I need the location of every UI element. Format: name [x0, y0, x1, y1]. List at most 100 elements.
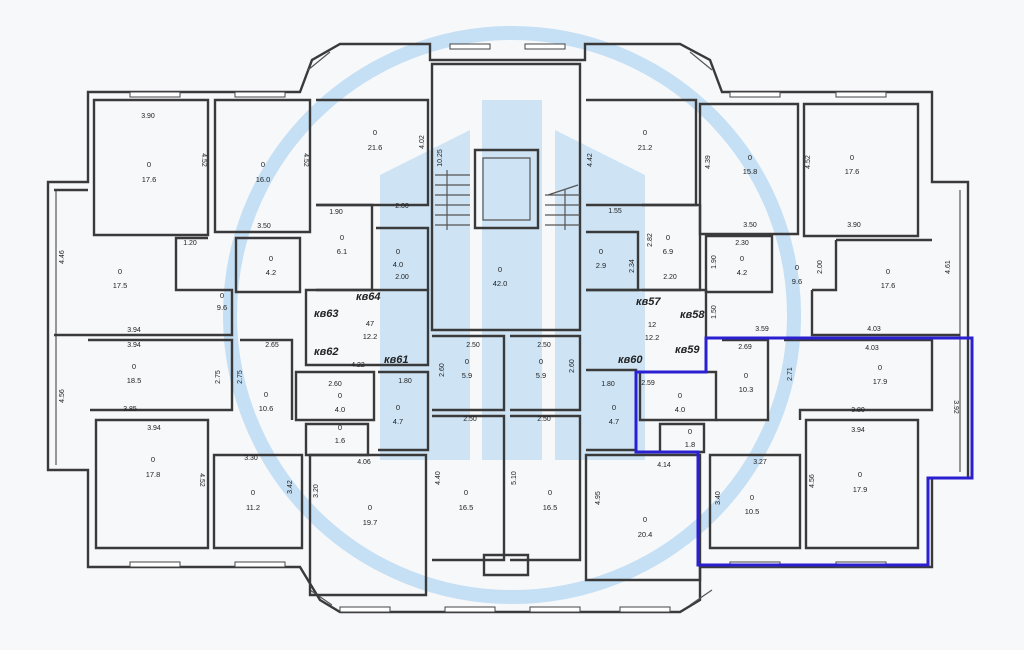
svg-text:0: 0	[643, 515, 647, 524]
room-label: 47 12.2	[363, 319, 378, 341]
room-label: 05.9	[536, 357, 546, 380]
svg-text:0: 0	[464, 488, 468, 497]
svg-text:16.0: 16.0	[256, 175, 271, 184]
svg-text:0: 0	[465, 357, 469, 366]
room-label: 020.4	[638, 515, 653, 539]
svg-text:12: 12	[648, 320, 656, 329]
room-label: 021.6	[368, 128, 383, 152]
svg-text:0: 0	[643, 128, 647, 137]
dimension-label: 2.59	[641, 380, 655, 387]
svg-text:17.6: 17.6	[845, 167, 860, 176]
dimension-label: 1.90	[329, 209, 343, 216]
svg-text:1.8: 1.8	[685, 440, 695, 449]
svg-text:0: 0	[396, 403, 400, 412]
room-label: 04.0	[675, 391, 685, 414]
apartment-label: кв60	[618, 354, 643, 366]
svg-text:0: 0	[878, 363, 882, 372]
dimension-label: 2.00	[817, 260, 824, 274]
svg-text:10.6: 10.6	[259, 404, 274, 413]
dimension-label: 2.00	[395, 203, 409, 210]
room-label: 016.0	[256, 160, 271, 184]
room-label: 01.6	[335, 423, 345, 445]
dimension-label: 3.94	[127, 327, 141, 334]
room-label: 017.8	[146, 455, 161, 479]
dimension-label: 4.03	[865, 345, 879, 352]
svg-text:5.9: 5.9	[462, 371, 472, 380]
room-label: 09.6	[792, 263, 802, 286]
svg-text:0: 0	[340, 233, 344, 242]
dimension-label: 2.50	[463, 416, 477, 423]
svg-text:19.7: 19.7	[363, 518, 378, 527]
dimension-label: 2.82	[647, 233, 654, 247]
dimension-label: 3.42	[287, 480, 294, 494]
svg-text:1.6: 1.6	[335, 436, 345, 445]
room-label: 017.9	[873, 363, 888, 386]
dimension-label: 2.50	[537, 416, 551, 423]
svg-text:0: 0	[264, 390, 268, 399]
room-label: 019.7	[363, 503, 378, 527]
svg-text:16.5: 16.5	[459, 503, 474, 512]
interior-walls	[54, 62, 960, 597]
svg-text:6.1: 6.1	[337, 247, 347, 256]
room-label: 010.5	[745, 493, 760, 516]
dimension-label: 3.50	[743, 222, 757, 229]
dimension-label: 3.80	[851, 407, 865, 414]
room-label: 042.0	[493, 265, 508, 288]
room-label: 04.7	[609, 403, 619, 426]
dimension-label: 2.60	[569, 359, 576, 373]
svg-text:4.0: 4.0	[335, 405, 345, 414]
room-label: 04.7	[393, 403, 403, 426]
dimension-label: 5.10	[511, 471, 518, 485]
dimension-label: 3.40	[715, 491, 722, 505]
svg-text:17.6: 17.6	[142, 175, 157, 184]
svg-text:12.2: 12.2	[363, 332, 378, 341]
room-label: 02.9	[596, 247, 606, 270]
dimension-label: 3.94	[851, 427, 865, 434]
dimension-label: 4.61	[945, 260, 952, 274]
room-label: 018.5	[127, 362, 142, 385]
svg-text:16.5: 16.5	[543, 503, 558, 512]
dimension-label: 4.06	[357, 459, 371, 466]
dimension-label: 4.03	[867, 326, 881, 333]
svg-text:4.0: 4.0	[393, 260, 403, 269]
svg-text:0: 0	[740, 254, 744, 263]
room-label: 010.6	[259, 390, 274, 413]
svg-text:42.0: 42.0	[493, 279, 508, 288]
room-label: 017.6	[881, 267, 896, 290]
svg-text:6.9: 6.9	[663, 247, 673, 256]
svg-text:4.7: 4.7	[393, 417, 403, 426]
apartment-labels: кв57 кв58 кв59 кв60 кв61 кв62 кв63 кв64	[314, 291, 705, 366]
svg-text:0: 0	[744, 371, 748, 380]
dimension-label: 1.90	[711, 255, 718, 269]
svg-text:0: 0	[118, 267, 122, 276]
svg-text:47: 47	[366, 319, 374, 328]
svg-text:0: 0	[548, 488, 552, 497]
room-label: 017.9	[853, 470, 868, 494]
svg-text:0: 0	[269, 254, 273, 263]
room-label: 017.5	[113, 267, 128, 290]
dimension-label: 3.20	[313, 484, 320, 498]
room-label: 015.8	[743, 153, 758, 176]
room-label: 04.2	[737, 254, 747, 277]
svg-text:0: 0	[251, 488, 255, 497]
room-label: 12 12.2	[645, 320, 660, 342]
dimension-label: 3.59	[755, 326, 769, 333]
svg-text:21.6: 21.6	[368, 143, 383, 152]
room-label: 09.6	[217, 291, 227, 312]
svg-text:0: 0	[858, 470, 862, 479]
svg-text:0: 0	[539, 357, 543, 366]
dimension-label: 4.02	[419, 135, 426, 149]
svg-text:21.2: 21.2	[638, 143, 653, 152]
room-label: 017.6	[142, 160, 157, 184]
apartment-label: кв63	[314, 308, 338, 320]
svg-text:12.2: 12.2	[645, 333, 660, 342]
svg-text:2.9: 2.9	[596, 261, 606, 270]
highlighted-apartment-outline[interactable]	[634, 336, 974, 567]
dimension-label: 2.75	[215, 370, 222, 384]
room-label: 011.2	[246, 488, 260, 512]
svg-text:15.8: 15.8	[743, 167, 758, 176]
dimension-label: 1.20	[183, 240, 197, 247]
dimension-label: 2.50	[466, 342, 480, 349]
svg-text:0: 0	[795, 263, 799, 272]
